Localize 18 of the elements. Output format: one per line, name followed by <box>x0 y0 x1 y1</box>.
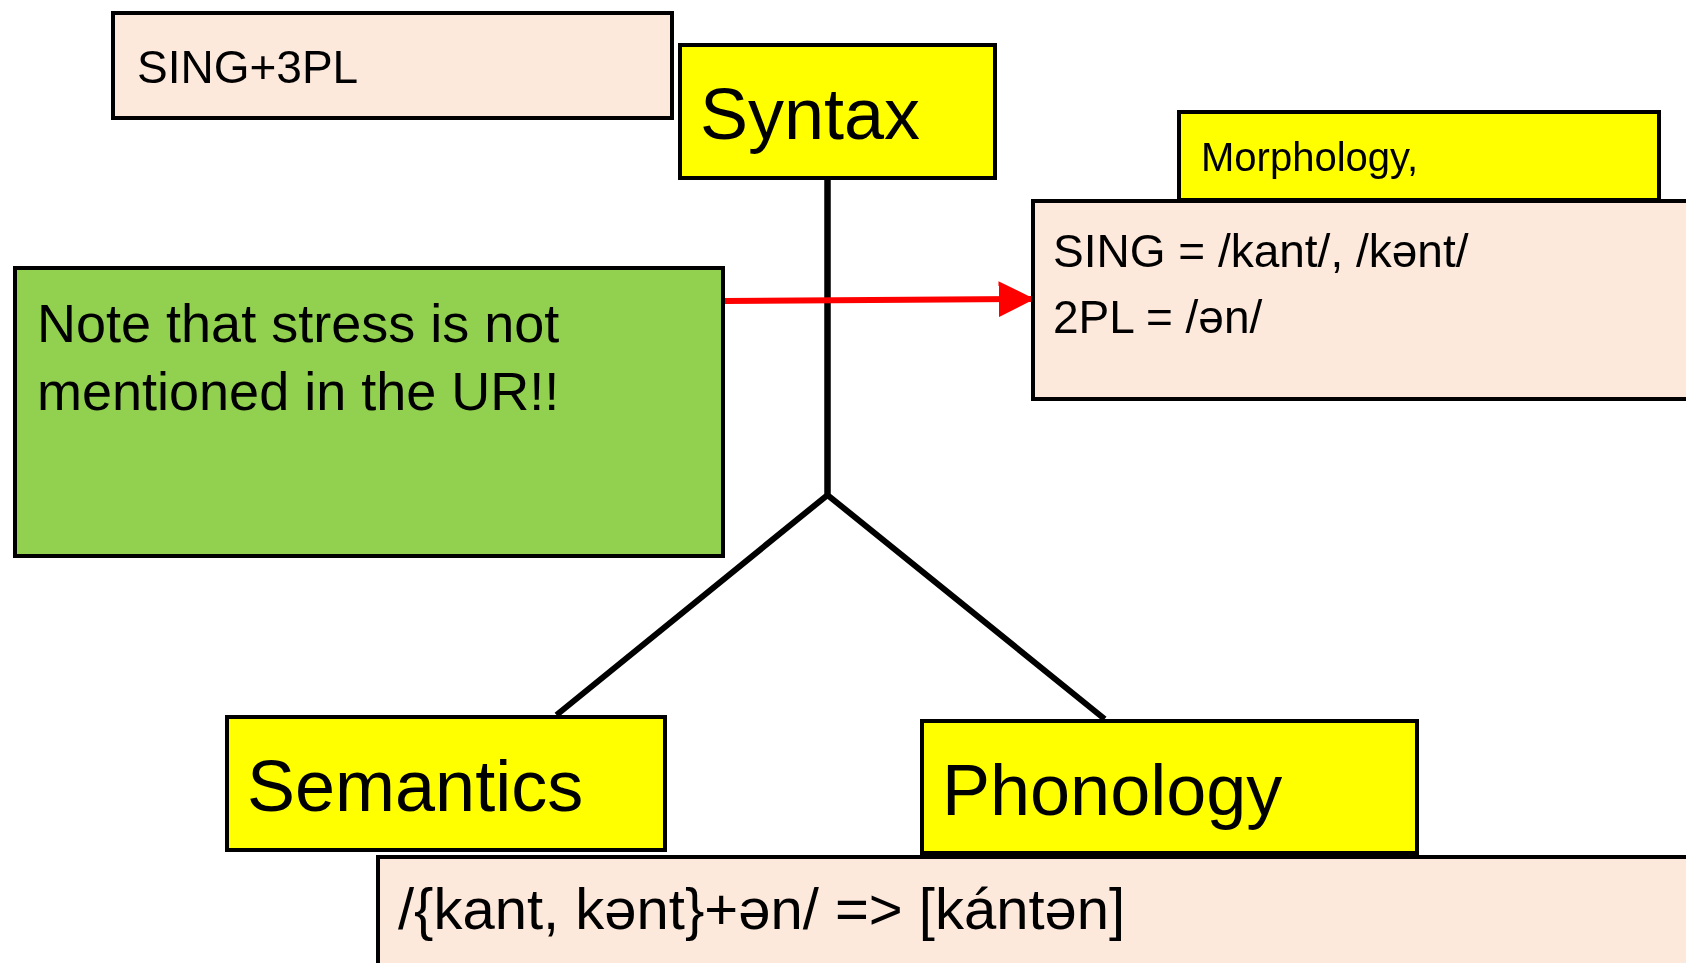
lexicon-entry: SING = /kant/, /kənt/ <box>1053 224 1470 279</box>
module-label: Morphology, <box>1201 134 1420 181</box>
derivation-text: /{kant, kənt}+ən/ => [kántən] <box>398 875 1127 943</box>
module-label: Semantics <box>247 745 585 828</box>
module-label: Syntax <box>700 73 922 156</box>
module-label: Phonology <box>942 749 1284 832</box>
lexicon-entry: 2PL = /ən/ <box>1053 289 1264 345</box>
module-box <box>1177 110 1661 202</box>
module-box <box>225 715 667 852</box>
derivation-box <box>376 855 1686 963</box>
module-box <box>920 719 1419 855</box>
note-box <box>13 266 725 558</box>
module-box <box>678 43 997 180</box>
tree-line <box>824 180 1107 722</box>
note-text: Note that stress is not mentioned in the UR!! <box>37 292 561 423</box>
gloss-box <box>111 11 674 120</box>
lexicon-box <box>1031 199 1686 401</box>
gloss-text: SING+3PL <box>137 40 360 95</box>
